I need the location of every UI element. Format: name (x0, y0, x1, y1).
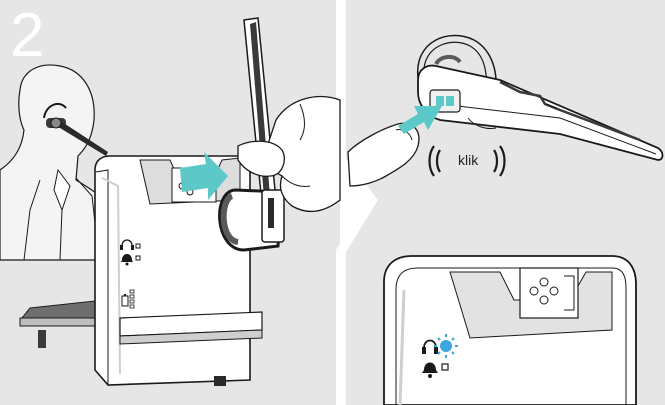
click-sound-label: klik (458, 152, 478, 168)
base-station-closeup (384, 256, 636, 405)
step-number: 2 (10, 4, 44, 68)
